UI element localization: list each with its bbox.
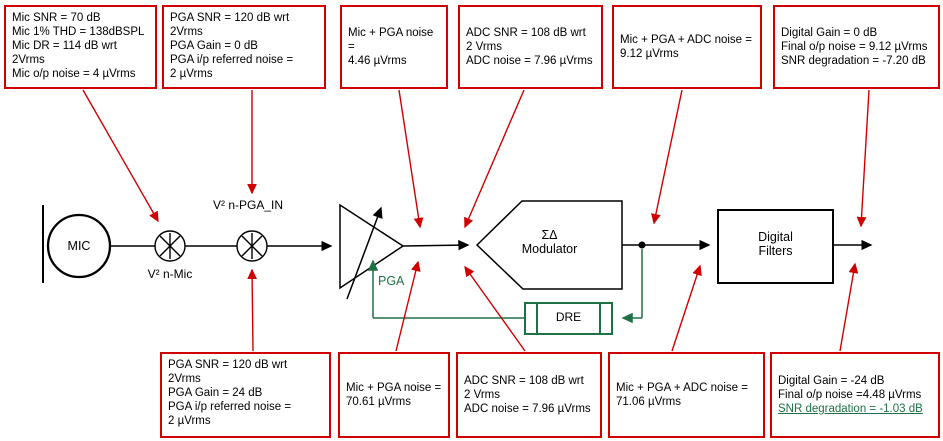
callout-pga-specs-gain0: PGA SNR = 120 dB wrt 2Vrms PGA Gain = 0 …	[162, 5, 326, 89]
callout-text: Mic + PGA noise = 4.46 µVrms	[348, 26, 434, 67]
callout-text: Mic SNR = 70 dB Mic 1% THD = 138dBSPL Mi…	[12, 12, 145, 81]
callout-text: Mic + PGA + ADC noise = 9.12 µVrms	[620, 33, 752, 60]
callout-text: Mic + PGA + ADC noise = 71.06 µVrms	[616, 381, 748, 408]
callout-text: ADC SNR = 108 dB wrt 2 Vrms ADC noise = …	[466, 26, 593, 67]
callout-pga-specs-gain24: PGA SNR = 120 dB wrt 2Vrms PGA Gain = 24…	[160, 352, 331, 438]
noise-source-mic-label: V² n-Mic	[147, 267, 193, 281]
callout-text: ADC SNR = 108 dB wrt 2 Vrms ADC noise = …	[464, 374, 591, 415]
noise-source-mic-icon	[154, 230, 186, 262]
dre-feedback-path	[367, 249, 643, 324]
callout-mic-pga-noise-top: Mic + PGA noise = 4.46 µVrms	[340, 5, 448, 89]
callout-adc-specs-top: ADC SNR = 108 dB wrt 2 Vrms ADC noise = …	[458, 5, 603, 89]
mic-label: MIC	[67, 239, 91, 253]
modulator-label: ΣΔ Modulator	[521, 228, 578, 257]
callout-mic-specs: Mic SNR = 70 dB Mic 1% THD = 138dBSPL Mi…	[4, 5, 157, 89]
output-junction-dot	[638, 241, 646, 249]
dre-label: DRE	[555, 310, 582, 324]
leader-arrows	[82, 89, 870, 352]
digital-filters-box	[717, 209, 834, 284]
pga-label: PGA	[378, 274, 405, 288]
callout-total-noise-bottom: Mic + PGA + ADC noise = 71.06 µVrms	[608, 352, 765, 438]
callout-adc-specs-bottom: ADC SNR = 108 dB wrt 2 Vrms ADC noise = …	[456, 352, 602, 438]
digital-filters-label: Digital Filters	[758, 230, 793, 259]
callout-text: Mic + PGA noise = 70.61 µVrms	[346, 381, 442, 408]
callout-text: Digital Gain = -24 dB Final o/p noise =4…	[778, 374, 922, 401]
callout-mic-pga-noise-bottom: Mic + PGA noise = 70.61 µVrms	[338, 352, 450, 438]
dre-box	[524, 302, 613, 335]
callout-total-noise-top: Mic + PGA + ADC noise = 9.12 µVrms	[612, 5, 762, 89]
callout-digital-gain-bottom: Digital Gain = -24 dB Final o/p noise =4…	[770, 352, 940, 438]
noise-source-pga-icon	[236, 230, 268, 262]
signal-path	[110, 239, 873, 252]
callout-text: PGA SNR = 120 dB wrt 2Vrms PGA Gain = 24…	[168, 359, 292, 428]
sigma-delta-modulator-shape	[475, 200, 623, 290]
callout-digital-gain-top: Digital Gain = 0 dB Final o/p noise = 9.…	[773, 5, 940, 89]
callout-text: Digital Gain = 0 dB Final o/p noise = 9.…	[781, 26, 928, 67]
snr-degradation-highlight: SNR degradation = -1.03 dB	[778, 403, 923, 415]
noise-source-pga-label: V² n-PGA_IN	[213, 198, 284, 212]
callout-text: PGA SNR = 120 dB wrt 2Vrms PGA Gain = 0 …	[170, 12, 294, 81]
